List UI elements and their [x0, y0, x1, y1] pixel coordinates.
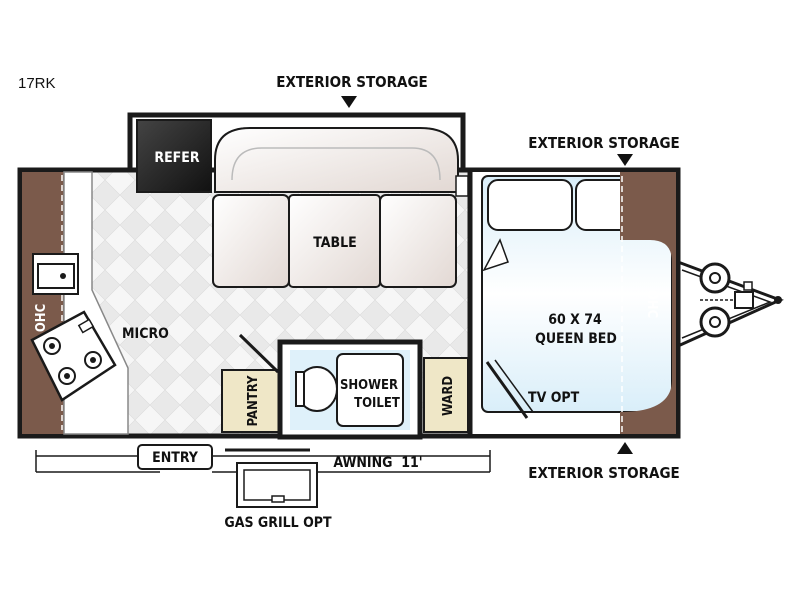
- dinette-couch: [214, 127, 459, 193]
- model-name: 17RK: [18, 75, 56, 92]
- exterior-storage-right-top-label: EXTERIOR STORAGE: [528, 134, 680, 152]
- bed-type-label: QUEEN BED: [535, 331, 617, 347]
- micro-label: MICRO: [122, 326, 169, 342]
- bed-size-label: 60 X 74: [548, 312, 602, 328]
- pillow-left: [487, 179, 573, 231]
- arrow-down-icon: [617, 154, 633, 166]
- shower-label: SHOWER: [340, 378, 398, 393]
- table-label: TABLE: [313, 235, 356, 251]
- awning-label: AWNING 11': [333, 455, 422, 471]
- tongue-hitch: [677, 260, 784, 348]
- toilet-label: TOILET: [354, 396, 400, 411]
- refrigerator: [136, 119, 212, 193]
- wardrobe: [423, 357, 469, 433]
- right-cabinet: [620, 172, 676, 434]
- entry-door: [137, 444, 213, 470]
- exterior-storage-right-bottom-label: EXTERIOR STORAGE: [528, 464, 680, 482]
- tv-label: TV OPT: [528, 390, 580, 406]
- entry-label: ENTRY: [152, 450, 199, 466]
- ward-label: WARD: [441, 376, 456, 416]
- left-cabinet: [22, 172, 64, 434]
- dinette-table: [288, 194, 381, 288]
- arrow-up-icon: [617, 442, 633, 454]
- refer-label: REFER: [154, 150, 200, 166]
- exterior-storage-top-label: EXTERIOR STORAGE: [276, 73, 428, 91]
- pantry-label: PANTRY: [246, 375, 261, 426]
- arrow-down-icon: [341, 96, 357, 108]
- seat-cushion-right: [379, 194, 457, 288]
- grill-label: GAS GRILL OPT: [224, 515, 332, 531]
- shower-icon: [336, 353, 404, 427]
- seat-cushion-left: [212, 194, 290, 288]
- ohc-right-label: OHC: [644, 290, 659, 318]
- tv-icon: [485, 361, 529, 419]
- pantry: [221, 369, 281, 433]
- stove-icon: [30, 310, 117, 402]
- ohc-left-label: OHC: [34, 304, 49, 332]
